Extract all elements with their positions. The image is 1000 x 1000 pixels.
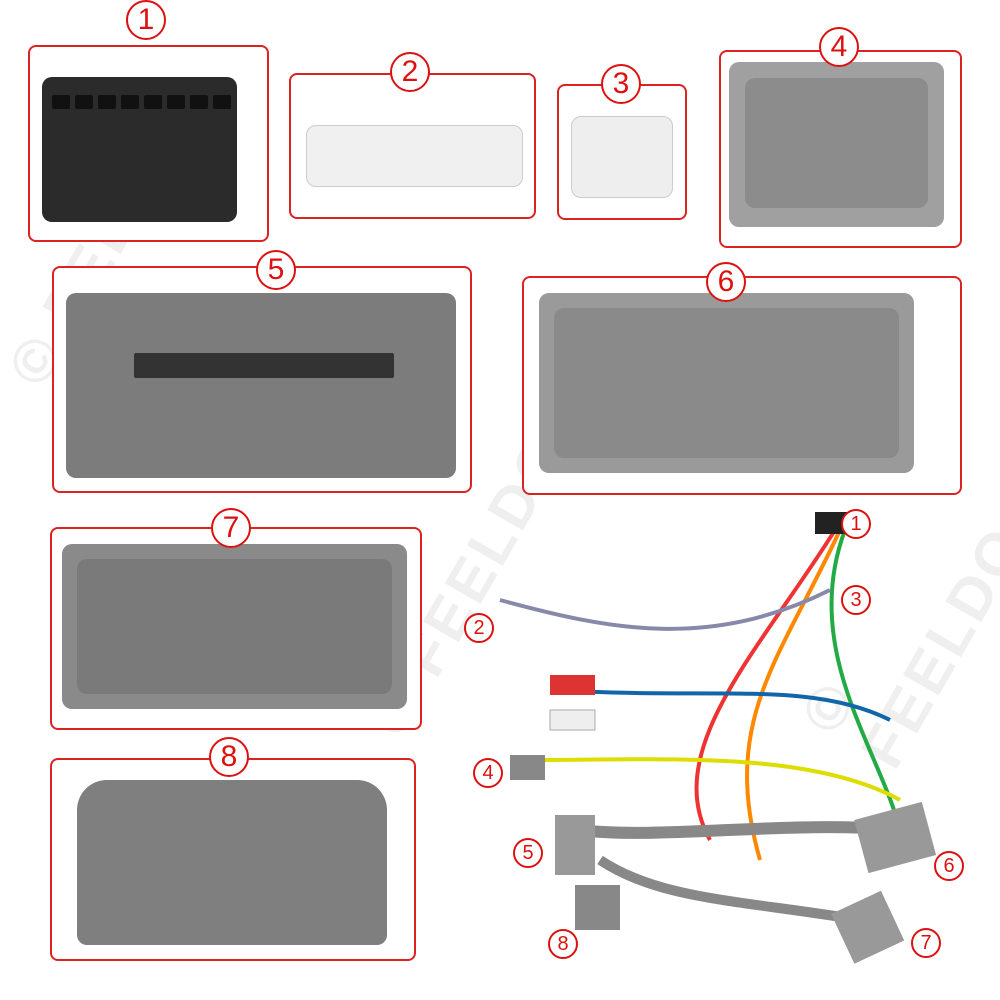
harness-connector-7	[831, 890, 905, 964]
harness-label-7: 7	[911, 928, 941, 958]
connector-3-panel	[557, 84, 687, 220]
connector-3-white	[571, 116, 673, 198]
label-7: 7	[211, 508, 251, 548]
connector-5-gray	[66, 293, 456, 478]
connector-4-panel	[719, 50, 962, 248]
wire	[745, 529, 842, 861]
label-2: 2	[390, 52, 430, 92]
wire	[597, 855, 861, 925]
harness-label-8: 8	[548, 929, 578, 959]
connector-5-slot	[134, 353, 394, 378]
connector-4-cavity	[745, 78, 928, 208]
connector-2-white	[306, 125, 523, 187]
rca-white	[549, 709, 596, 731]
harness-connector-8	[575, 885, 620, 930]
wire	[529, 757, 901, 802]
wire	[499, 588, 831, 631]
connector-8-gray	[77, 780, 387, 945]
harness-connector-6	[854, 801, 937, 874]
harness-label-1: 1	[841, 509, 871, 539]
connector-6-cavity	[554, 308, 899, 458]
label-5: 5	[256, 250, 296, 290]
harness-label-5: 5	[513, 838, 543, 868]
connector-6-panel	[522, 276, 962, 495]
connector-7-cavity	[77, 559, 392, 694]
connector-7-panel	[50, 527, 422, 730]
wire	[579, 821, 901, 839]
connector-8-panel	[50, 758, 416, 961]
label-8: 8	[209, 737, 249, 777]
wiring-harness	[499, 512, 937, 964]
wire	[694, 528, 837, 841]
harness-label-2: 2	[464, 613, 494, 643]
wire	[559, 688, 891, 722]
pin-grid	[52, 95, 231, 109]
connector-2-panel	[289, 73, 536, 219]
label-1: 1	[126, 0, 166, 40]
connector-1-panel	[28, 45, 269, 242]
harness-connector-5	[555, 815, 595, 875]
harness-label-6: 6	[934, 851, 964, 881]
label-6: 6	[706, 262, 746, 302]
label-4: 4	[819, 27, 859, 67]
rca-red	[550, 675, 595, 695]
connector-5-panel	[52, 266, 472, 493]
wire	[829, 529, 902, 831]
label-3: 3	[601, 64, 641, 104]
harness-connector-4	[510, 755, 545, 780]
harness-label-3: 3	[841, 585, 871, 615]
harness-label-4: 4	[473, 758, 503, 788]
